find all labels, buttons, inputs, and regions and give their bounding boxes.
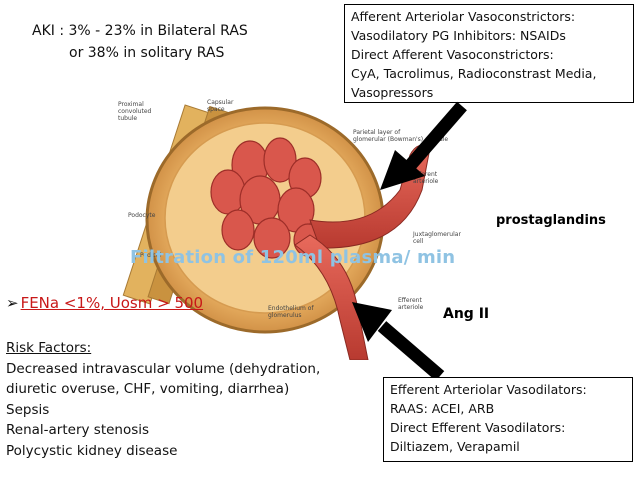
- prostaglandins-label: prostaglandins: [496, 213, 606, 228]
- risk-factor-item: Polycystic kidney disease: [6, 442, 178, 459]
- vasodilators-line: RAAS: ACEI, ARB: [390, 401, 495, 416]
- vasodilators-line: Efferent Arteriolar Vasodilators:: [390, 382, 587, 397]
- label-capsular-1: Capsular: [207, 99, 234, 106]
- aki-line-1: AKI : 3% - 23% in Bilateral RAS: [32, 23, 248, 39]
- risk-factor-item: Decreased intravascular volume (dehydrat…: [6, 360, 321, 377]
- vasoconstrictors-line: Afferent Arteriolar Vasoconstrictors:: [351, 9, 576, 24]
- label-efferent-2: arteriole: [398, 304, 424, 311]
- label-proximal-3: tubule: [118, 115, 137, 122]
- aki-statistic: AKI : 3% - 23% in Bilateral RAS or 38% i…: [32, 20, 248, 64]
- label-podocyte: Podocyte: [128, 212, 156, 219]
- label-juxta-2: cell: [413, 238, 424, 245]
- fena-criteria: ➢FENa <1%, Uosm > 500: [6, 294, 203, 312]
- label-endothelium-1: Endothelium of: [268, 305, 314, 312]
- filtration-label: Filtration of 120ml plasma/ min: [130, 247, 456, 268]
- vasodilators-box: Efferent Arteriolar Vasodilators: RAAS: …: [383, 377, 633, 462]
- vasoconstrictors-line: CyA, Tacrolimus, Radioconstrast Media,: [351, 66, 597, 81]
- vasoconstrictors-box: Afferent Arteriolar Vasoconstrictors: Va…: [344, 4, 634, 103]
- risk-factors-heading: Risk Factors:: [6, 340, 92, 356]
- vasodilators-line: Direct Efferent Vasodilators:: [390, 420, 566, 435]
- efferent-arteriole: [294, 234, 369, 360]
- vasoconstrictors-line: Vasodilatory PG Inhibitors: NSAIDs: [351, 28, 566, 43]
- label-afferent-2: arteriole: [413, 178, 439, 185]
- label-efferent-1: Efferent: [398, 297, 422, 304]
- risk-factor-item: Renal-artery stenosis: [6, 422, 150, 438]
- vasoconstrictors-line: Direct Afferent Vasoconstrictors:: [351, 47, 554, 62]
- label-proximal-1: Proximal: [118, 101, 144, 108]
- bullet-arrow-icon: ➢: [6, 294, 19, 312]
- label-afferent-1: Afferent: [413, 171, 438, 178]
- label-juxta-1: Juxtaglomerular: [412, 231, 461, 238]
- vasoconstrictors-line: Vasopressors: [351, 85, 434, 100]
- label-proximal-2: convoluted: [118, 108, 152, 115]
- capillary-tuft: [210, 137, 323, 259]
- label-parietal-1: Parietal layer of: [353, 129, 401, 136]
- label-endothelium-2: glomerulus: [268, 312, 302, 319]
- vasodilators-line: Diltiazem, Verapamil: [390, 439, 520, 454]
- risk-factor-item: diuretic overuse, CHF, vomiting, diarrhe…: [6, 381, 290, 397]
- risk-factor-item: Sepsis: [6, 401, 50, 418]
- label-capsular-2: space: [207, 106, 225, 113]
- aki-line-2: or 38% in solitary RAS: [69, 45, 225, 61]
- ang-ii-label: Ang II: [443, 306, 490, 322]
- fena-text: FENa <1%, Uosm > 500: [20, 294, 204, 312]
- label-pedicel: Pedicel: [140, 252, 162, 259]
- risk-factors: Risk Factors: Decreased intravascular vo…: [6, 338, 320, 461]
- label-parietal-2: glomerular (Bowman's) capsule: [353, 136, 448, 143]
